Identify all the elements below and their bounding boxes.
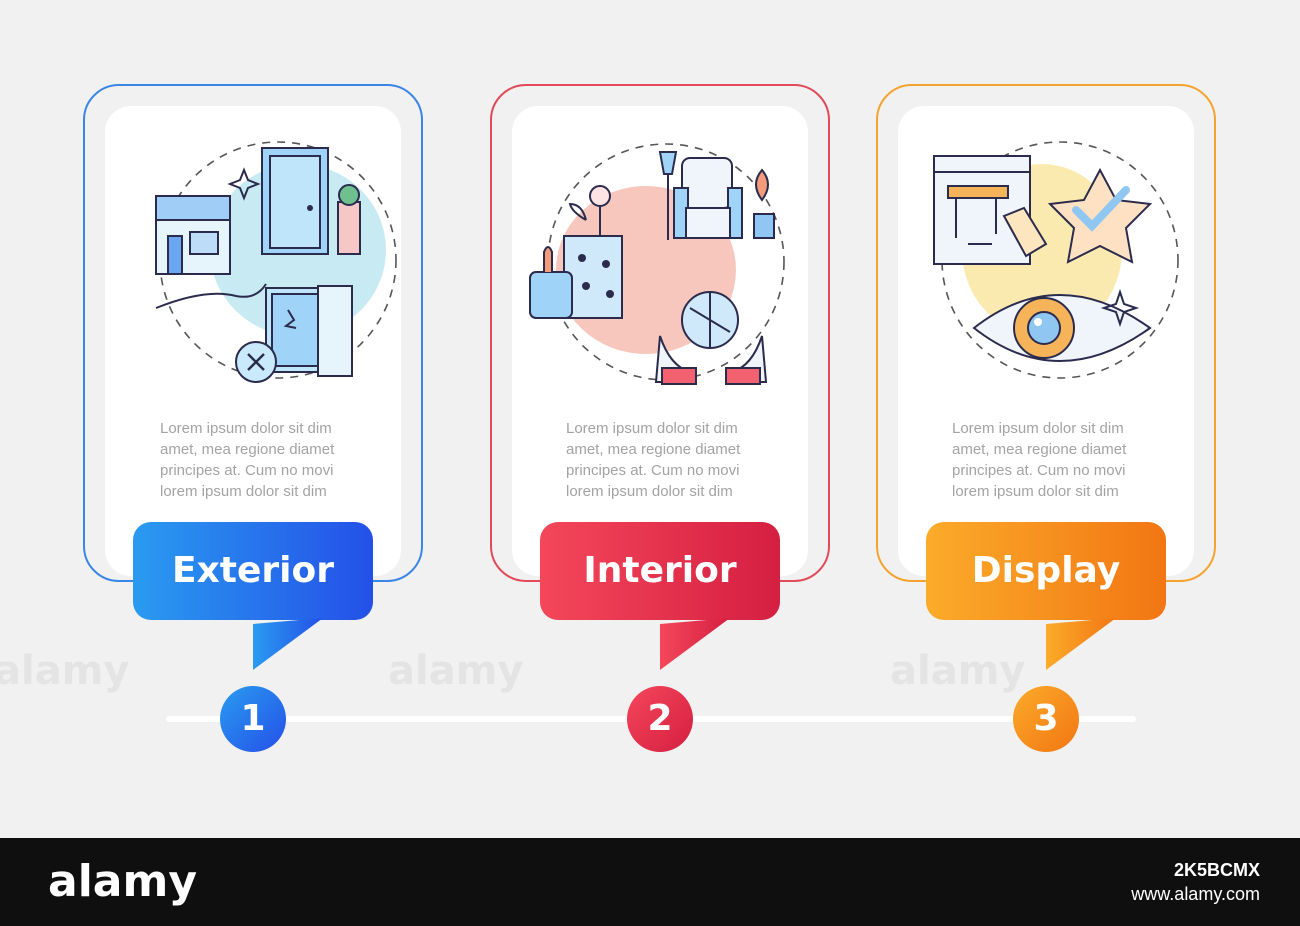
interior-illustration [526,140,786,390]
image-id: 2K5BCMX [1173,860,1260,880]
pointer-interior [660,618,730,670]
label-exterior: Exterior [171,550,335,591]
watermark: alamy [890,648,1026,694]
description-line: principes at. Cum no movi [160,462,334,479]
description-line: lorem ipsum dolor sit dim [952,483,1119,500]
watermark: alamy [0,648,130,694]
footer-info: 2K5BCMX www.alamy.com [1131,858,1260,906]
label-tab-interior: Interior [540,522,780,620]
display-star-eye-icon [933,141,1179,379]
description-line: amet, mea regione diamet [566,441,741,458]
pointer-exterior [253,618,323,670]
exterior-description: Lorem ipsum dolor sit dim amet, mea regi… [160,418,360,502]
interior-description: Lorem ipsum dolor sit dim amet, mea regi… [566,418,766,502]
description-line: amet, mea regione diamet [160,441,335,458]
pointer-display [1046,618,1116,670]
display-description: Lorem ipsum dolor sit dim amet, mea regi… [952,418,1152,502]
storefront-door-window-icon [155,141,397,383]
display-illustration [924,140,1184,390]
description-line: amet, mea regione diamet [952,441,1127,458]
description-line: principes at. Cum no movi [952,462,1126,479]
description-line: Lorem ipsum dolor sit dim [952,420,1124,437]
exterior-illustration [148,140,408,390]
step-number-3: 3 [1013,686,1079,752]
label-tab-display: Display [926,522,1166,620]
label-display: Display [971,550,1121,591]
infographic-canvas: alamy alamy alamy Lorem ipsum [0,84,1216,752]
plants-furniture-decor-icon [529,143,785,385]
watermark: alamy [388,648,524,694]
label-interior: Interior [583,550,737,591]
description-line: lorem ipsum dolor sit dim [566,483,733,500]
footer-url: www.alamy.com [1131,884,1260,904]
footer-logo: alamy [48,856,197,907]
step-number-2: 2 [627,686,693,752]
label-tab-exterior: Exterior [133,522,373,620]
description-line: Lorem ipsum dolor sit dim [160,420,332,437]
description-line: Lorem ipsum dolor sit dim [566,420,738,437]
description-line: principes at. Cum no movi [566,462,740,479]
step-number-1: 1 [220,686,286,752]
description-line: lorem ipsum dolor sit dim [160,483,327,500]
footer-bar: alamy 2K5BCMX www.alamy.com [0,838,1300,926]
